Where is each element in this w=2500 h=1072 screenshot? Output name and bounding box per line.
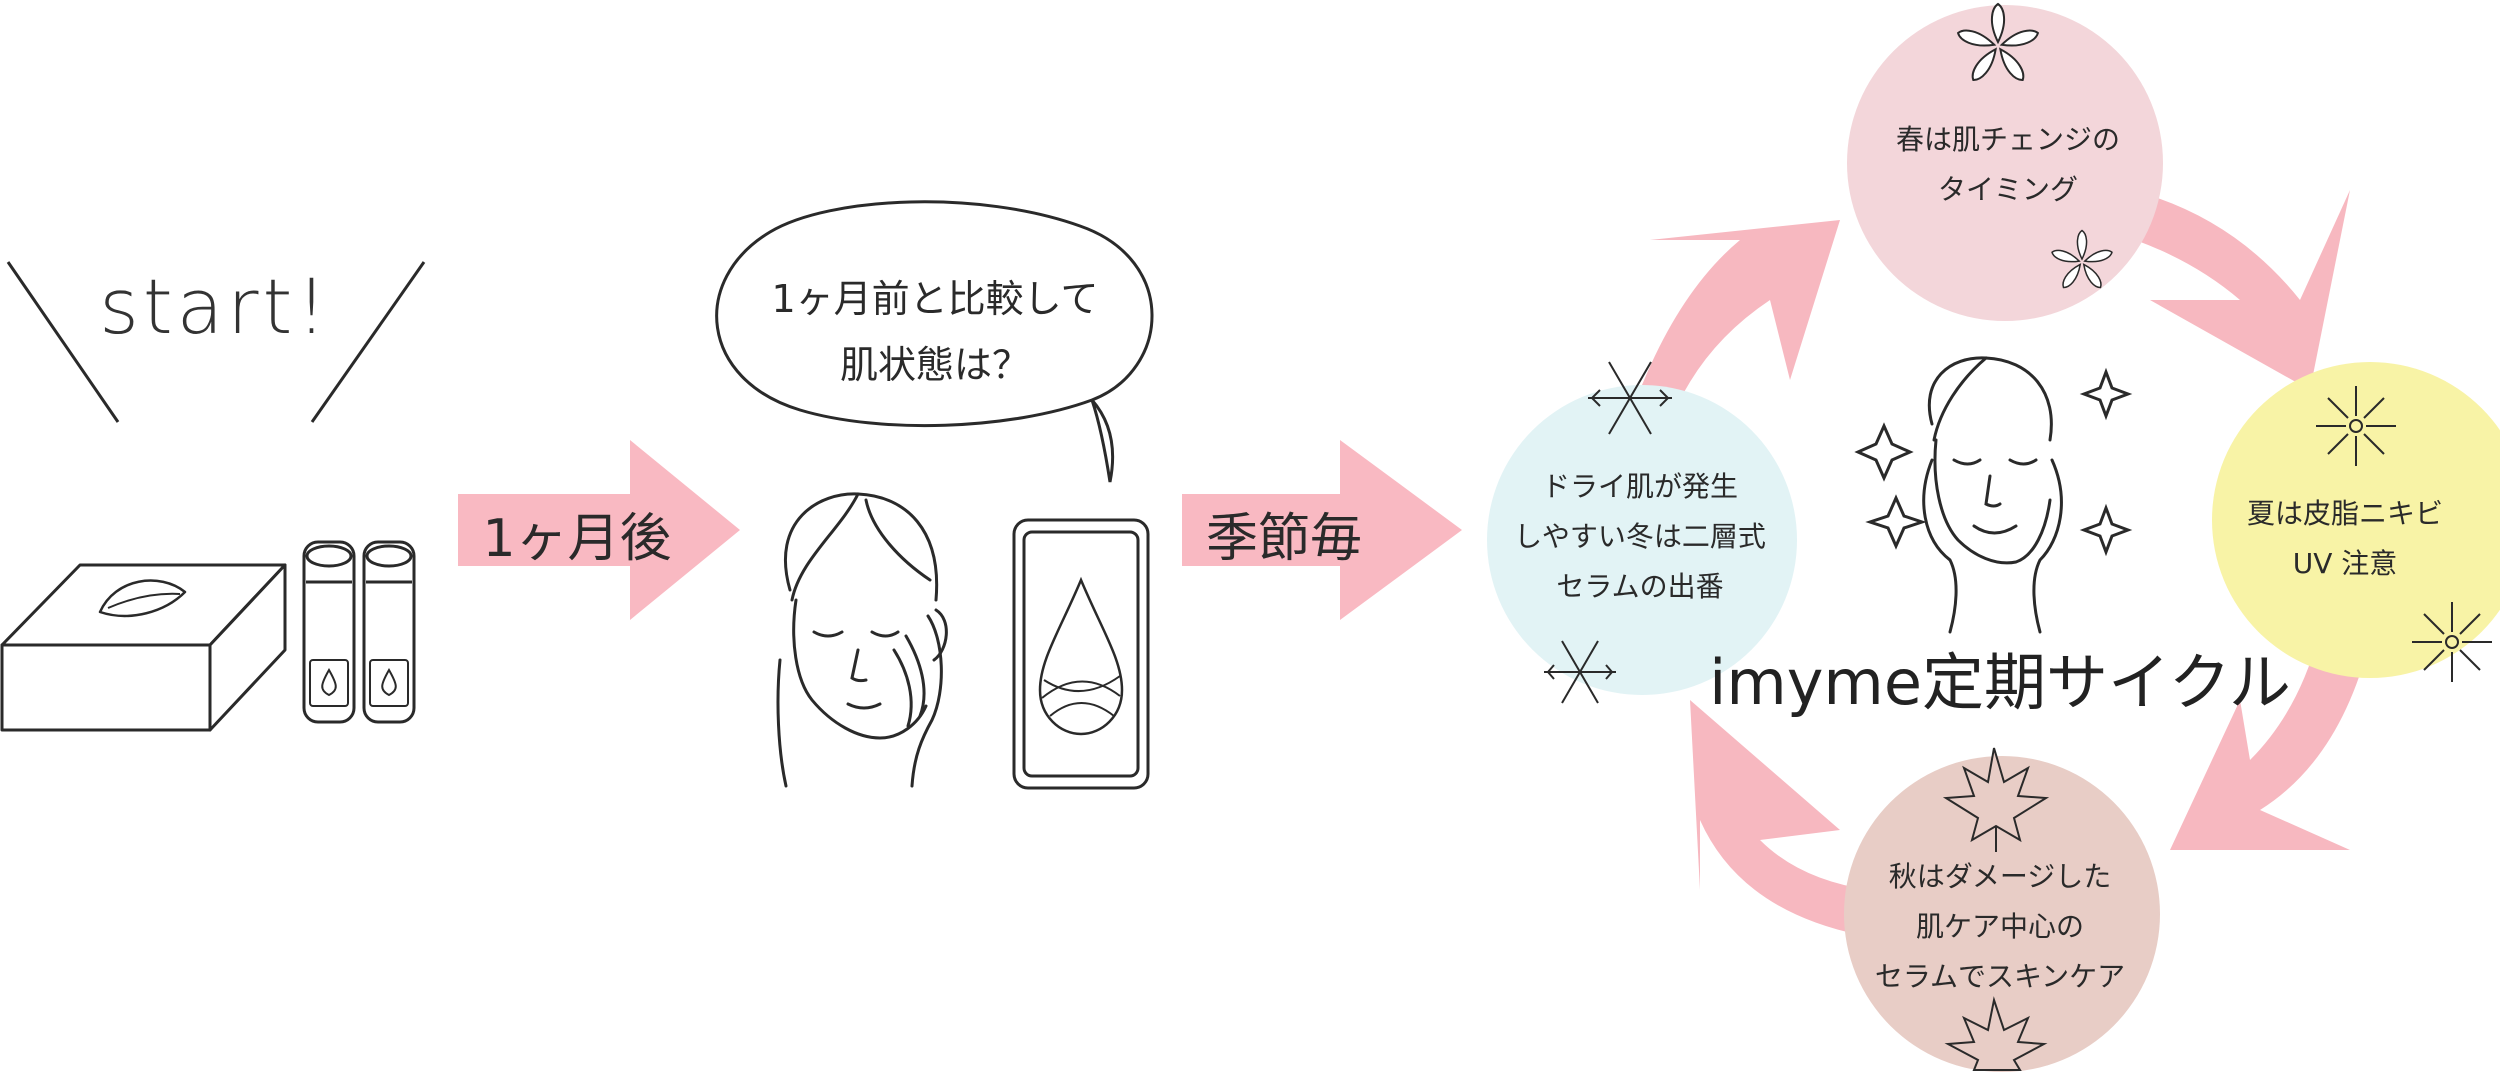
start-label: start! — [99, 262, 331, 351]
step-arrow-2 — [1182, 440, 1462, 620]
summer-line-1: 夏は皮脂ニキビ — [2246, 497, 2443, 530]
bubble-line-1: 1ヶ月前と比較して — [771, 277, 1099, 321]
summer-line-2: UV 注意 — [2292, 547, 2398, 580]
spring-line-2: タイミング — [1937, 173, 2078, 206]
center-woman-face-icon — [1854, 356, 2133, 634]
sakura-icon — [1956, 2, 2113, 289]
woman-face-icon — [776, 492, 948, 788]
spring-text: 春は肌チェンジの タイミング — [1858, 115, 2158, 215]
summer-text: 夏は皮脂ニキビ UV 注意 — [2210, 489, 2480, 589]
autumn-line-1: 秋はダメージした — [1888, 860, 2112, 893]
autumn-text: 秋はダメージした 肌ケア中心の セラムでスキンケア — [1840, 852, 2160, 1002]
autumn-line-3: セラムでスキンケア — [1874, 960, 2126, 993]
serum-bottles-icon — [302, 540, 416, 724]
spring-line-1: 春は肌チェンジの — [1895, 123, 2120, 156]
step-label-2: 季節毎 — [1205, 509, 1362, 569]
speech-bubble — [715, 200, 1154, 483]
bubble-line-2: 肌状態は？ — [839, 343, 1030, 387]
winter-line-3: セラムの出番 — [1556, 570, 1724, 603]
step-label-1: 1ヶ月後 — [482, 509, 672, 569]
step-arrow-1 — [458, 440, 740, 620]
product-box-icon — [0, 563, 287, 732]
autumn-line-2: 肌ケア中心の — [1915, 910, 2084, 943]
winter-circle — [1487, 385, 1797, 695]
autumn-circle — [1844, 756, 2160, 1072]
speech-bubble-text: 1ヶ月前と比較して 肌状態は？ — [740, 266, 1130, 398]
maple-leaf-icon — [1942, 747, 2050, 1071]
sun-firework-icon — [2316, 386, 2492, 682]
winter-text: ドライ肌が発生 しやすい冬は二層式 セラムの出番 — [1490, 462, 1790, 612]
snowflake-icon — [1544, 361, 1672, 704]
summer-circle — [2212, 362, 2500, 678]
cycle-title: imyme定期サイクル — [1709, 646, 2291, 719]
winter-line-2: しやすい冬は二層式 — [1514, 520, 1766, 553]
smartphone-icon — [1012, 518, 1150, 790]
start-burst-lines — [6, 261, 426, 423]
winter-line-1: ドライ肌が発生 — [1541, 470, 1738, 503]
